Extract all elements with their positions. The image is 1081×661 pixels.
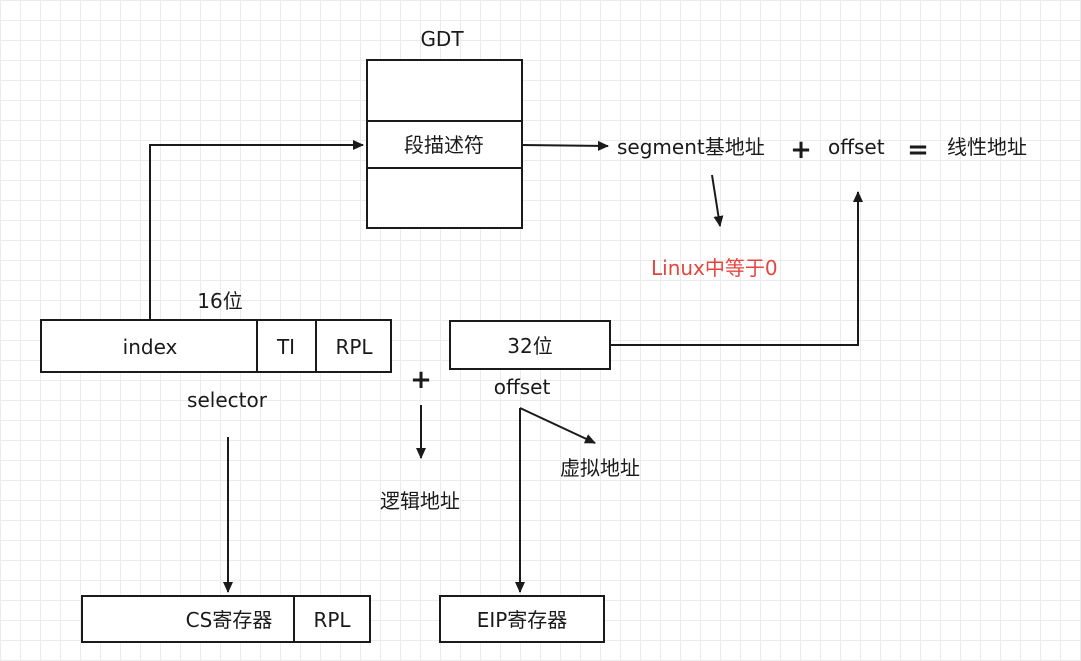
- linear-address-label: 线性地址: [947, 135, 1027, 159]
- segment-base-label: segment基地址: [617, 135, 765, 159]
- arrow-descriptor-to-base: [521, 140, 609, 151]
- cs-register-label: CS寄存器: [186, 608, 273, 632]
- arrow-index-to-descriptor: [149, 140, 364, 320]
- selector-label: selector: [187, 388, 268, 412]
- formula-offset-label: offset: [828, 135, 885, 159]
- eip-register-label: EIP寄存器: [477, 608, 568, 632]
- gdt-title: GDT: [420, 27, 464, 51]
- offset-box: [449, 320, 611, 370]
- formula-equals-sign: =: [907, 135, 929, 165]
- selector-field-index: index: [123, 335, 178, 359]
- eip-register-box: [439, 595, 605, 643]
- selector-box: [40, 319, 392, 373]
- cs-register-rpl: RPL: [313, 608, 351, 632]
- arrow-offset-to-formula: [610, 191, 863, 346]
- arrow-offset-to-virtual-address: [519, 407, 596, 444]
- logical-plus-sign: +: [410, 365, 432, 395]
- gdt-table: [366, 59, 523, 229]
- selector-field-rpl: RPL: [335, 335, 373, 359]
- formula-plus-sign: +: [790, 135, 812, 165]
- offset-label: offset: [494, 375, 551, 399]
- linux-note: Linux中等于0: [651, 256, 778, 280]
- offset-bits-label: 32位: [507, 334, 552, 358]
- virtual-address-label: 虚拟地址: [560, 456, 640, 480]
- cs-register-box: [81, 595, 371, 643]
- arrow-base-to-linux-note: [711, 174, 724, 227]
- segment-descriptor-label: 段描述符: [404, 133, 484, 157]
- logical-address-label: 逻辑地址: [380, 489, 460, 513]
- selector-field-ti: TI: [276, 335, 295, 359]
- segment-descriptor-row: [366, 120, 523, 169]
- selector-bits-label: 16位: [197, 289, 242, 313]
